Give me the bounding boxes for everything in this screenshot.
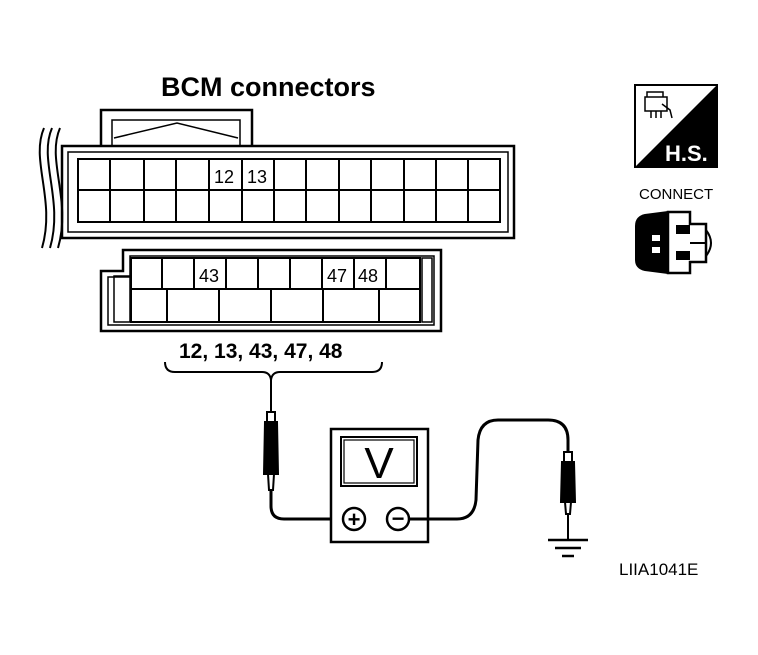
lower-pin-label: 47 — [327, 266, 347, 286]
ground-icon — [548, 538, 588, 558]
figure-code: LIIA1041E — [619, 560, 698, 579]
harness-side-icon — [634, 84, 718, 168]
upper-bcm-connector — [38, 108, 516, 249]
upper-pin-label: 13 — [247, 167, 267, 187]
lower-pin-label: 48 — [358, 266, 378, 286]
negative-probe — [409, 418, 577, 540]
connector-connect-icon — [635, 210, 712, 275]
voltmeter — [329, 427, 430, 544]
terminal-brace — [164, 361, 383, 381]
positive-terminal-icon — [341, 506, 367, 532]
voltmeter-display: V — [364, 439, 394, 488]
positive-probe — [262, 380, 343, 521]
minus-symbol: − — [392, 506, 405, 531]
terminal-list: 12, 13, 43, 47, 48 — [179, 340, 343, 363]
harness-side-label: H.S. — [665, 141, 708, 166]
lower-pin-label: 43 — [199, 266, 219, 286]
connect-label: CONNECT — [639, 186, 713, 203]
plus-symbol: + — [348, 507, 361, 532]
diagram-title: BCM connectors — [161, 72, 376, 102]
lower-bcm-connector — [99, 248, 443, 333]
upper-pin-label: 12 — [214, 167, 234, 187]
